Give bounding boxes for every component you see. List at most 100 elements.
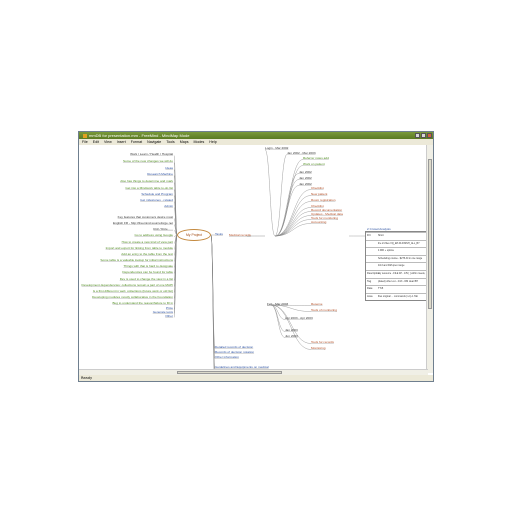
mindmap-node[interactable]: Is a first different in web: collections… [92,288,173,293]
menu-view[interactable]: View [104,140,112,144]
mindmap-node[interactable]: Tasks [215,231,223,236]
mindmap-node[interactable]: Some table is a valuable lookup for init… [100,257,173,262]
mindmap-node[interactable]: Monitoring [311,345,326,350]
attribute-value: the 21 files XQ_EP-M-FINISH_ALL_BY [378,241,420,245]
central-node[interactable]: My Project [177,229,211,241]
window-title: mmDB for presentation.mm - FreeMind - Mi… [89,133,190,138]
connector-line [274,201,312,237]
mindmap-connectors [81,149,366,373]
mindmap-node[interactable]: Admin [164,203,173,208]
connector-line [270,304,312,306]
mindmap-node[interactable]: Other information [215,354,239,359]
horizontal-scroll-thumb[interactable] [177,371,282,374]
mindmap-node[interactable]: Bug to understand the reason/failure to … [112,300,173,305]
mindmap-node[interactable]: Detailed records of decision [215,344,254,349]
attributes-table-header: 2 Crowd Analysis [367,227,391,231]
mindmap-node[interactable]: Checklist [311,203,324,208]
mindmap-node[interactable]: Research Machine [147,171,173,176]
menu-help[interactable]: Help [209,140,217,144]
mindmap-node[interactable]: Tools for records [311,339,334,344]
connector-line [274,207,312,237]
attribute-value: TT-B [378,287,384,291]
attribute-value: my resource - FILE 4P - 1/5/ [ ] within … [378,272,428,275]
attribute-key: Tag [367,279,372,283]
horizontal-scrollbar[interactable] [79,369,428,375]
mindmap-node[interactable]: Some of the new changes we will do [122,158,173,163]
mindmap-node[interactable]: Records of decision notation [215,349,255,354]
maximize-button[interactable] [421,133,426,138]
close-button[interactable] [427,133,432,138]
mindmap-node[interactable]: Dependencies can be found for table [122,269,173,274]
menu-tools[interactable]: Tools [166,140,175,144]
menu-navigate[interactable]: Navigate [147,140,162,144]
mindmap-node[interactable]: Jan 2002 [299,169,312,174]
mindmap-node[interactable]: Record documentation [311,207,343,212]
mindmap-node[interactable]: Ideas [165,165,173,170]
mindmap-node[interactable]: Medical records [229,232,251,237]
mindmap-node[interactable]: Room registration [311,197,336,202]
menu-edit[interactable]: Edit [92,140,99,144]
mindmap-node[interactable]: How to create a new kind of view part [121,239,173,244]
mindmap-node[interactable]: English FR - http://freemind.sourceforge… [112,220,173,225]
menu-insert[interactable]: Insert [116,140,126,144]
connector-line [270,304,286,332]
mindmap-node[interactable]: Guidelines and Equipments on medical [215,364,269,369]
mindmap-node[interactable]: Key features that customers desire most [117,214,173,219]
attribute-value: 4 MFI + uptime [378,249,395,253]
vertical-scroll-thumb[interactable] [428,159,432,309]
mindmap-node[interactable]: Tools of monitoring [311,307,337,312]
mindmap-node[interactable]: Feb - Mar 2003 [267,301,289,306]
mindmap-node[interactable]: Checklist [311,185,324,190]
attribute-value: Short [378,234,384,237]
mindmap-node[interactable]: Jun 2003 [285,333,298,338]
mindmap-node[interactable]: Developing modules mostly collaborative … [92,294,173,299]
connector-line [274,215,312,237]
mindmap-node[interactable]: Other [165,313,173,318]
mindmap-node[interactable]: Dev is used to change the view in a list [119,276,173,281]
attribute-value: (dated) other ext - 4/13 - DM clear BH [378,279,418,283]
menu-file[interactable]: File [82,140,88,144]
mindmap-node[interactable]: Price [165,305,173,310]
mindmap-node[interactable]: Accounting [311,219,327,224]
menu-modes[interactable]: Modes [193,140,205,144]
mindmap-node[interactable]: Go to address using Google [134,232,173,237]
mindmap-node[interactable]: Work on patient [303,161,325,166]
mindmap-node[interactable]: Import and export for linking from table… [105,245,173,250]
title-bar: mmDB for presentation.mm - FreeMind - Mi… [79,132,433,139]
vertical-scrollbar[interactable] [426,145,433,373]
mindmap-node[interactable]: Development dependencies: collections re… [81,282,174,287]
mindmap-node[interactable]: Get into a Mindwork table to-do list [125,185,173,190]
mindmap-node[interactable]: Roll / Role - ... [153,226,173,231]
mindmap-node[interactable]: Jan 2003 [285,327,298,332]
window-controls [414,133,432,139]
mindmap-node[interactable]: New patient [311,191,328,196]
mindmap-node[interactable]: Login - Mar 2002 [265,145,289,150]
mindmap-node[interactable]: Work / Learn / Health / Hospital [130,151,173,156]
attribute-value: files original ... commands (n-1)-1 Tab [378,294,418,298]
mindmap-node[interactable]: Referrer notes add [303,155,329,160]
mindmap-node[interactable]: Generate tests [152,309,173,314]
mindmap-node[interactable]: Jan 2002 - Mar 2003 [287,150,316,155]
mindmap-node[interactable]: Also has things to determine and mark [120,178,173,183]
mindmap-node[interactable]: Things with that is hard to designate [123,263,173,268]
mindmap-node[interactable]: Updates - Medical data [311,211,343,216]
minimize-button[interactable] [415,133,420,138]
menu-format[interactable]: Format [130,140,143,144]
mindmap-node[interactable]: Jan 2002 [299,175,312,180]
connector-line [274,219,312,237]
mindmap-node[interactable]: Schedule and Program [141,191,173,196]
menu-maps[interactable]: Maps [179,140,189,144]
connector-line [274,154,288,237]
mindmap-node[interactable]: Jan 2002 [299,181,312,186]
mindmap-node[interactable]: Get milestones - related [140,197,173,202]
mindmap-node[interactable]: Tools for monitoring [311,215,338,220]
mindmap-node[interactable]: Reserve [311,301,323,306]
mindmap-node[interactable]: Add an entry to the table from the text [121,251,173,256]
attributes-table-row: Tag (dated) other ext - 4/13 - DM clear B… [366,277,426,287]
mindmap-node[interactable]: Apr 2003 - Apr 2003 [285,315,313,320]
